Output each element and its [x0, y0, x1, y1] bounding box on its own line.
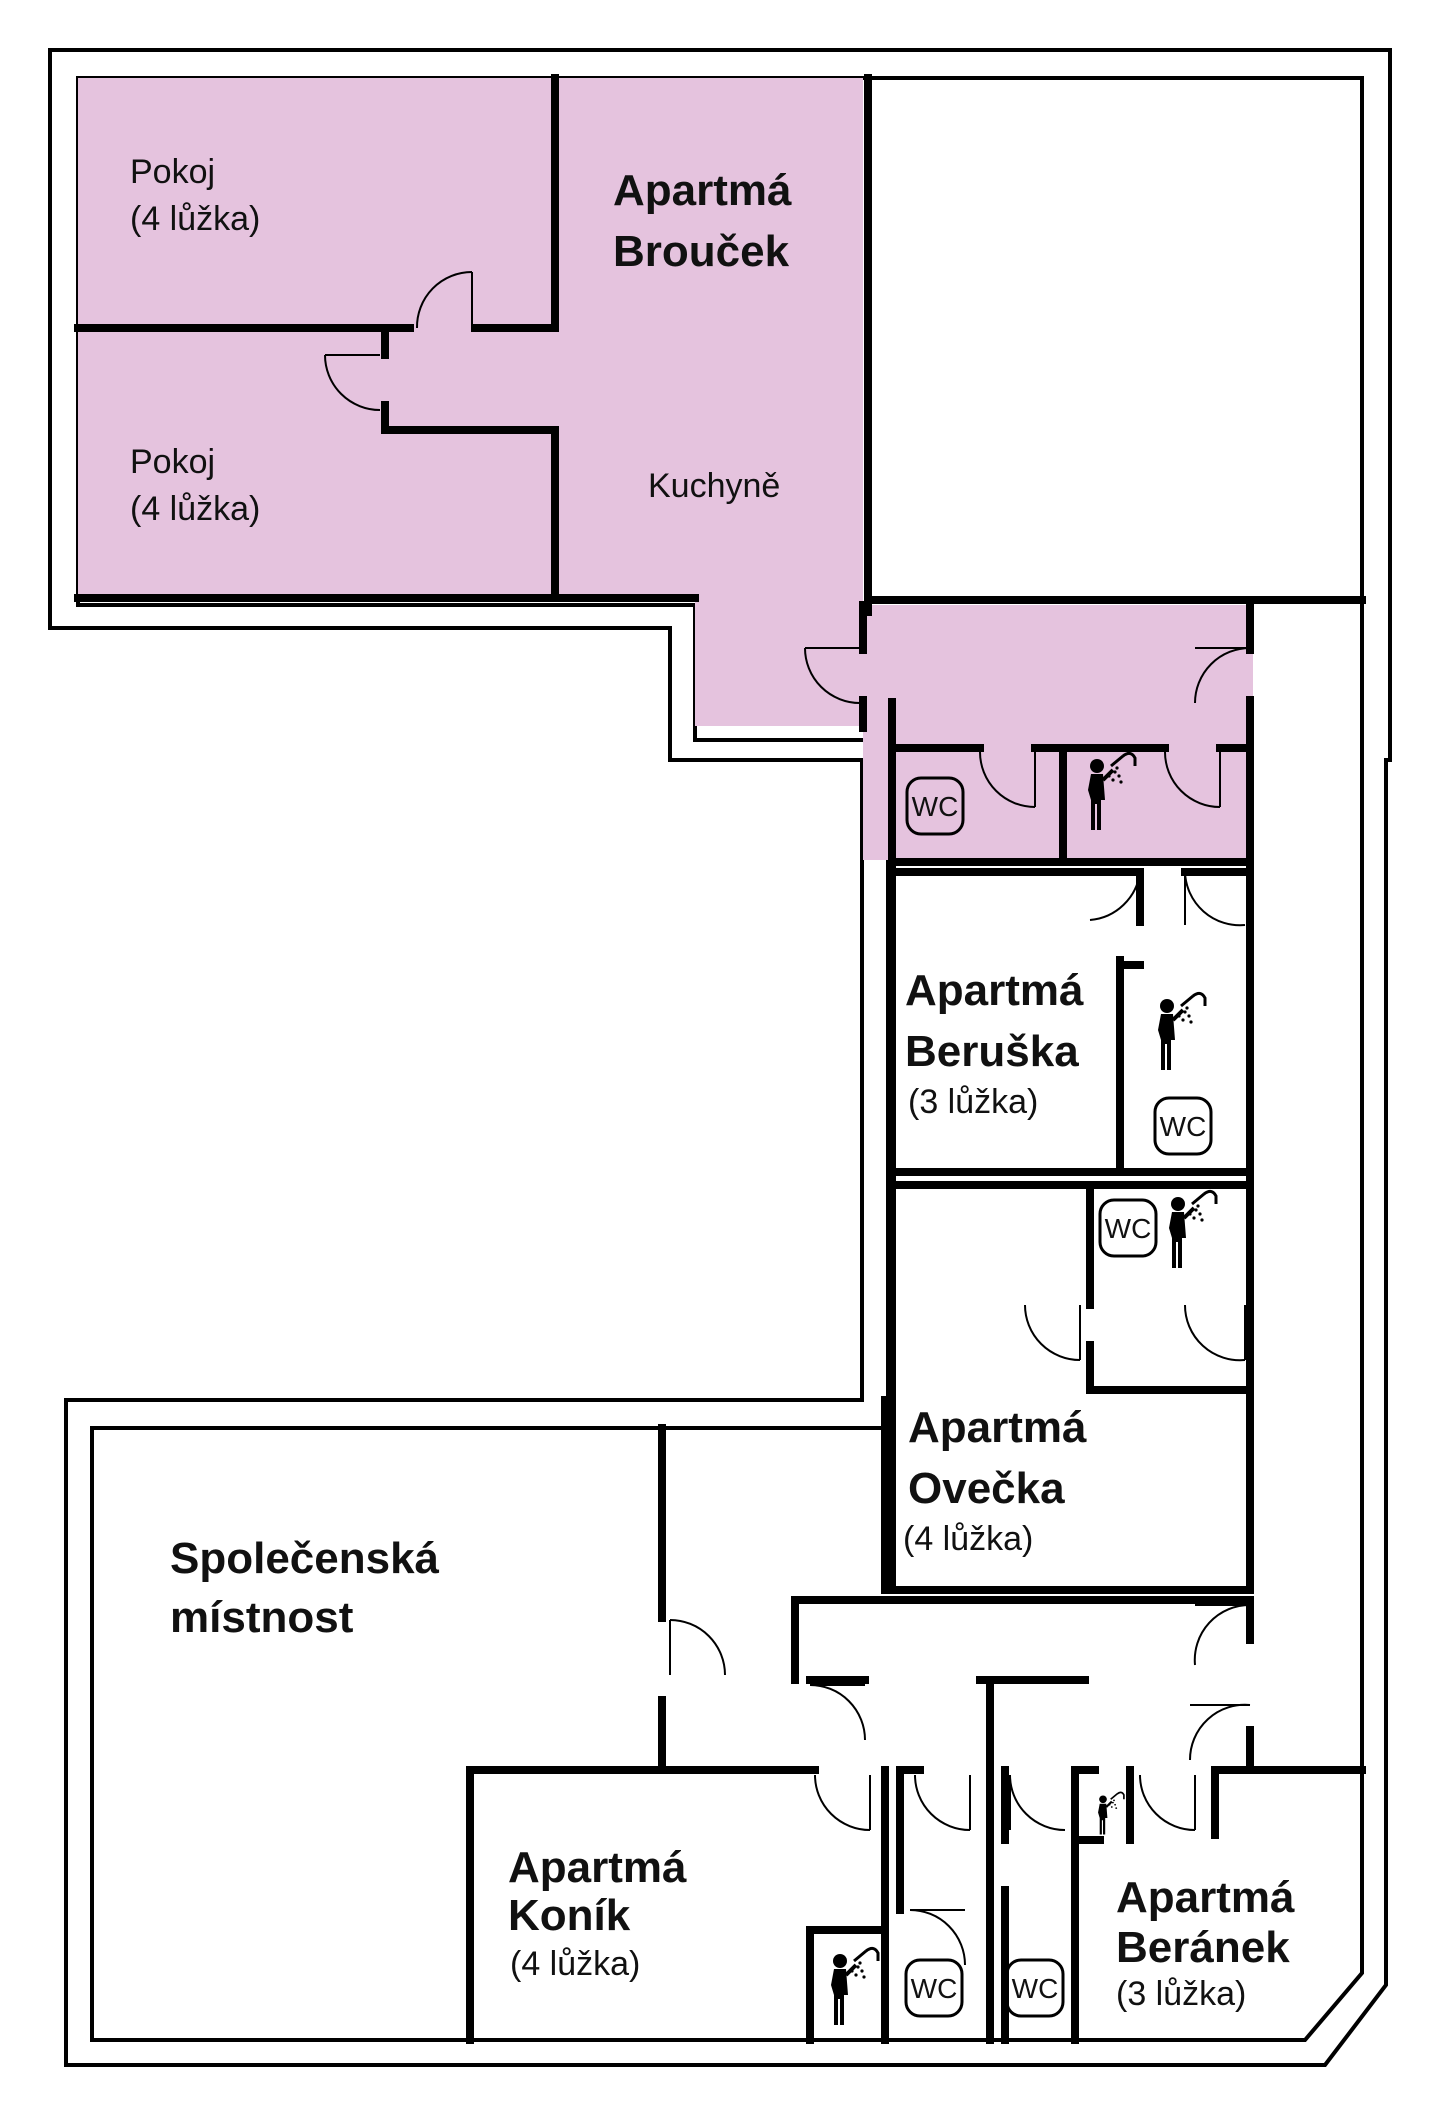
- wc-label: WC: [1160, 1111, 1207, 1142]
- wc-icon: WC: [1098, 1198, 1158, 1258]
- svg-text:Apartmá: Apartmá: [613, 166, 792, 215]
- wc-label: WC: [912, 791, 959, 822]
- room-pokoj-2: Pokoj (4 lůžka): [130, 443, 260, 528]
- wc-icon: WC: [905, 776, 965, 836]
- interior-walls: [74, 74, 1366, 2044]
- svg-text:Brouček: Brouček: [613, 227, 790, 276]
- svg-text:Apartmá: Apartmá: [508, 1843, 687, 1892]
- wc-icon: WC: [904, 1958, 964, 2018]
- svg-text:Společenská: Společenská: [170, 1534, 440, 1583]
- shower-icon: [1096, 1791, 1126, 1836]
- room-beds: (4 lůžka): [510, 1945, 640, 1983]
- room-pokoj-1: Pokoj (4 lůžka): [130, 153, 260, 238]
- apartment-broucek-fill: [78, 78, 1253, 860]
- apartment-beranek-label: Apartmá Beránek (3 lůžka): [1116, 1873, 1295, 2013]
- apartment-beruska-label: Apartmá Beruška (3 lůžka): [905, 966, 1084, 1121]
- room-beds: (4 lůžka): [903, 1520, 1033, 1558]
- kitchen-label: Kuchyně: [648, 467, 780, 505]
- wc-label: WC: [1105, 1213, 1152, 1244]
- common-room-label: Společenská místnost: [170, 1534, 440, 1642]
- shower-icon: [1167, 1189, 1218, 1270]
- door-swing-icon: [324, 271, 1251, 1966]
- svg-text:Koník: Koník: [508, 1891, 631, 1940]
- room-beds: (4 lůžka): [130, 490, 260, 528]
- svg-text:Beruška: Beruška: [905, 1027, 1079, 1076]
- shower-icon: [1156, 991, 1207, 1072]
- apartment-konik-label: Apartmá Koník (4 lůžka): [508, 1843, 687, 1983]
- room-beds: (3 lůžka): [908, 1083, 1038, 1121]
- wc-icon: WC: [1153, 1096, 1213, 1156]
- apartment-ovecka-label: Apartmá Ovečka (4 lůžka): [903, 1403, 1087, 1558]
- room-name: Pokoj: [130, 443, 215, 481]
- svg-text:Ovečka: Ovečka: [908, 1464, 1065, 1513]
- shower-icon: [829, 1946, 880, 2027]
- svg-text:Apartmá: Apartmá: [905, 966, 1084, 1015]
- room-name: Pokoj: [130, 153, 215, 191]
- svg-text:Apartmá: Apartmá: [908, 1403, 1087, 1452]
- room-beds: (4 lůžka): [130, 200, 260, 238]
- outer-wall: [48, 48, 1392, 2067]
- wc-label: WC: [911, 1973, 958, 2004]
- wc-label: WC: [1012, 1973, 1059, 2004]
- svg-text:Beránek: Beránek: [1116, 1923, 1290, 1972]
- wc-icon: WC: [1005, 1958, 1065, 2018]
- svg-text:místnost: místnost: [170, 1593, 354, 1642]
- room-beds: (3 lůžka): [1116, 1975, 1246, 2013]
- svg-text:Apartmá: Apartmá: [1116, 1873, 1295, 1922]
- apartment-broucek-label: Apartmá Brouček: [613, 166, 792, 276]
